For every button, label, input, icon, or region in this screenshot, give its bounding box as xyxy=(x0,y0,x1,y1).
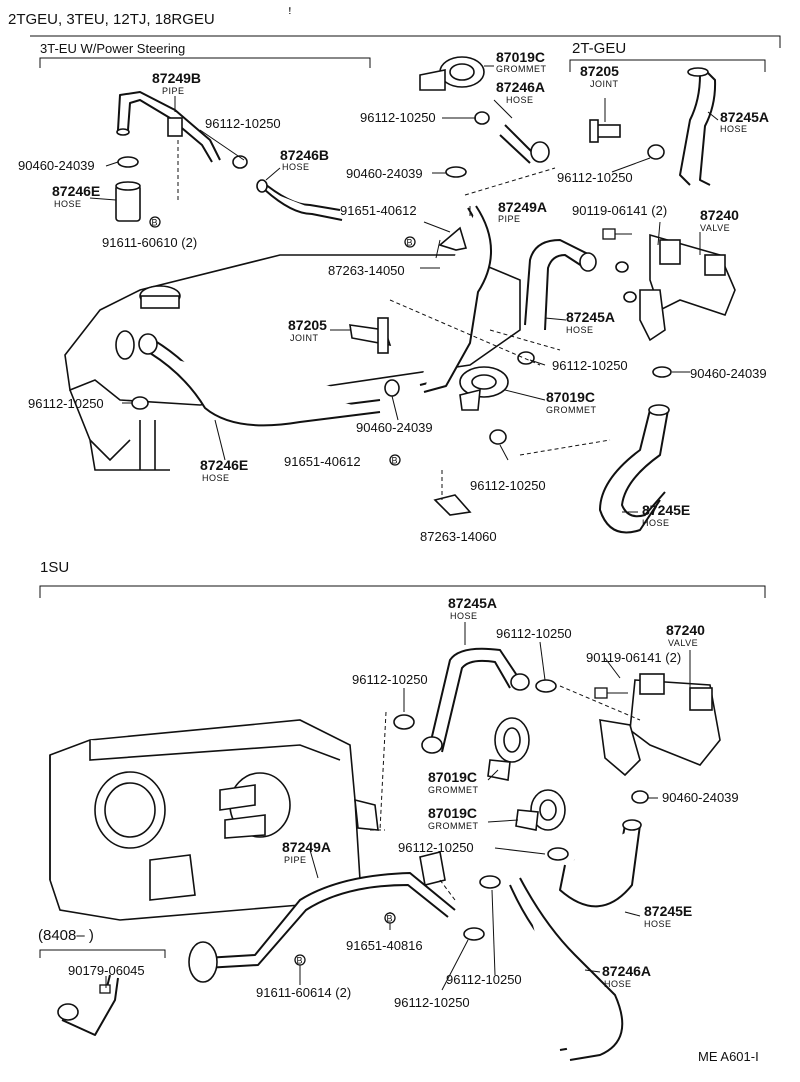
bolt-marker-4: B xyxy=(387,914,394,924)
callout-c29-number: 96112-10250 xyxy=(470,478,546,493)
callout-c19-number: 87263-14060 xyxy=(420,529,497,544)
callout-c17-number: 90460-24039 xyxy=(356,420,433,435)
callout-d5-number: 96112-10250 xyxy=(352,672,428,687)
callout-c15-number: 96112-10250 xyxy=(28,396,104,411)
artifact-mark: ꜝ xyxy=(288,7,292,23)
callout-c18-number: 91651-40612 xyxy=(284,454,361,469)
header-group: 2TGEU, 3TEU, 12TJ, 18RGEU ꜝ 3T-EU W/Powe… xyxy=(8,7,781,72)
callout-c23-number: 90119-06141 (2) xyxy=(572,203,667,218)
callout-c30-type: HOSE xyxy=(642,518,670,528)
callout-d6-number: 87019C xyxy=(428,769,477,785)
callout-c26-number: 96112-10250 xyxy=(552,358,628,373)
lower-bolt-markers: B B xyxy=(294,912,396,966)
section-1su-header: 1SU (8408– ) xyxy=(38,559,766,958)
callout-d3-number: 87240 xyxy=(666,622,705,638)
callout-c3-number: 87246B xyxy=(280,147,329,163)
callout-c1-type: PIPE xyxy=(162,86,185,96)
callout-d4-number: 90119-06141 (2) xyxy=(586,650,681,665)
callout-c20-number: 87205 xyxy=(580,63,619,79)
callout-d16-number: 87246A xyxy=(602,963,651,979)
variant-left-bracket xyxy=(39,57,371,68)
callout-c16-number: 87246E xyxy=(200,457,248,473)
upper-bolt-markers: B B B xyxy=(149,216,416,466)
callout-d9-type: PIPE xyxy=(284,855,307,865)
bolt-marker-1: B xyxy=(152,218,159,228)
section-1su-title: 1SU xyxy=(40,559,69,576)
callout-d16-type: HOSE xyxy=(604,979,632,989)
callout-c14-type: JOINT xyxy=(290,333,319,343)
callout-d12-number: 91651-40816 xyxy=(346,938,423,953)
callout-c3-type: HOSE xyxy=(282,162,310,172)
callout-c16-type: HOSE xyxy=(202,473,230,483)
serial-range-bracket xyxy=(39,949,166,958)
callout-c2-number: 96112-10250 xyxy=(205,116,281,131)
callout-c5-type: HOSE xyxy=(54,199,82,209)
variant-left-header: 3T-EU W/Power Steering xyxy=(40,41,185,56)
callout-d6-type: GROMMET xyxy=(428,785,479,795)
bolt-marker-3: B xyxy=(392,456,399,466)
bolt-marker-5: B xyxy=(297,956,304,966)
callout-d1-type: HOSE xyxy=(450,611,478,621)
bolt-marker-2: B xyxy=(407,238,414,248)
callout-c24-number: 87240 xyxy=(700,207,739,223)
lower-engine-outline xyxy=(49,719,379,921)
lower-components xyxy=(99,673,721,994)
callout-c10-number: 90460-24039 xyxy=(346,166,423,181)
serial-range-label: (8408– ) xyxy=(38,927,94,944)
callout-c9-number: 96112-10250 xyxy=(360,110,436,125)
upper-callouts: 87249B PIPE 96112-10250 87246B HOSE 9046… xyxy=(18,49,769,544)
callout-c7-number: 87019C xyxy=(496,49,545,65)
callout-d17-number: 96112-10250 xyxy=(394,995,470,1010)
callout-c1-number: 87249B xyxy=(152,70,201,86)
variant-right-bracket xyxy=(569,59,766,72)
callout-c25-type: HOSE xyxy=(566,325,594,335)
upper-leaders xyxy=(89,65,719,513)
callout-c27-number: 90460-24039 xyxy=(690,366,767,381)
callout-d10-number: 96112-10250 xyxy=(398,840,474,855)
callout-d7-type: GROMMET xyxy=(428,821,479,831)
callout-c22-number: 96112-10250 xyxy=(557,170,633,185)
top-bracket xyxy=(30,35,781,48)
callout-c30-number: 87245E xyxy=(642,502,690,518)
callout-c21-number: 87245A xyxy=(720,109,769,125)
callout-d7-number: 87019C xyxy=(428,805,477,821)
callout-c24-type: VALVE xyxy=(700,223,730,233)
lower-hoses xyxy=(57,647,642,1061)
callout-c13-number: 87263-14050 xyxy=(328,263,405,278)
callout-c8-number: 87246A xyxy=(496,79,545,95)
callout-c28-type: GROMMET xyxy=(546,405,597,415)
callout-c12-type: PIPE xyxy=(498,214,521,224)
upper-clamps xyxy=(117,111,672,445)
callout-d8-number: 90460-24039 xyxy=(662,790,739,805)
footer-code: ME A601-I xyxy=(698,1049,759,1064)
callout-c6-number: 91611-60610 (2) xyxy=(102,235,197,250)
callout-c4-number: 90460-24039 xyxy=(18,158,95,173)
callout-c25-number: 87245A xyxy=(566,309,615,325)
callout-c11-number: 91651-40612 xyxy=(340,203,417,218)
callout-d15-number: 96112-10250 xyxy=(446,972,522,987)
main-models-header: 2TGEU, 3TEU, 12TJ, 18RGEU xyxy=(8,11,215,28)
callout-c5-number: 87246E xyxy=(52,183,100,199)
callout-d1-number: 87245A xyxy=(448,595,497,611)
callout-d13-number: 90179-06045 xyxy=(68,963,145,978)
section-1su-bracket xyxy=(39,585,766,598)
callout-c21-type: HOSE xyxy=(720,124,748,134)
callout-c20-type: JOINT xyxy=(590,79,619,89)
lower-callouts: 87245A HOSE 96112-10250 87240 VALVE 9011… xyxy=(68,595,739,1010)
callout-c28-number: 87019C xyxy=(546,389,595,405)
callout-d11-number: 87245E xyxy=(644,903,692,919)
callout-d14-number: 91611-60614 (2) xyxy=(256,985,351,1000)
callout-d9-number: 87249A xyxy=(282,839,331,855)
callout-d11-type: HOSE xyxy=(644,919,672,929)
upper-hoses xyxy=(115,67,717,534)
upper-components xyxy=(349,56,736,516)
callout-c12-number: 87249A xyxy=(498,199,547,215)
callout-c14-number: 87205 xyxy=(288,317,327,333)
variant-right-header: 2T-GEU xyxy=(572,40,626,57)
callout-c8-type: HOSE xyxy=(506,95,534,105)
callout-d2-number: 96112-10250 xyxy=(496,626,572,641)
callout-c7-type: GROMMET xyxy=(496,64,547,74)
callout-d3-type: VALVE xyxy=(668,638,698,648)
